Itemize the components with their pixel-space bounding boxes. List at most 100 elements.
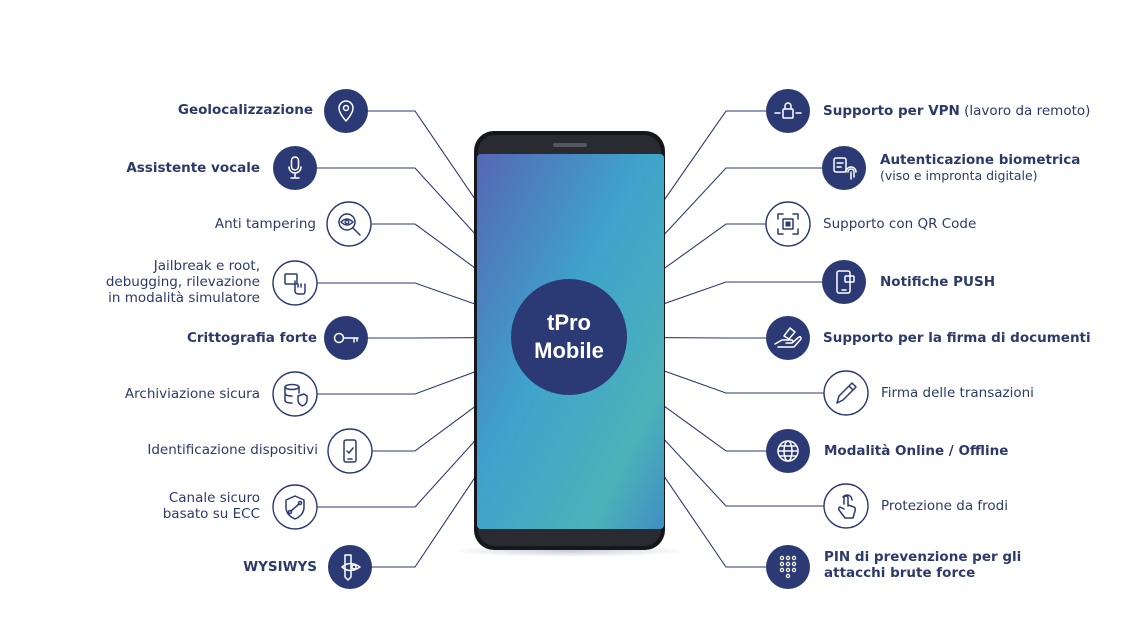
hand-touch-icon [837, 494, 857, 519]
node-jailbreak [272, 260, 318, 306]
location-pin-icon [338, 100, 354, 122]
label-text-bold: Autenticazione biometrica [880, 152, 1081, 168]
node-docsign [766, 316, 810, 360]
label-line-docsign-0: Supporto per la firma di documenti [823, 330, 1091, 346]
label-text-bold: attacchi brute force [824, 565, 976, 581]
node-push [822, 260, 866, 304]
node-qr [765, 201, 811, 247]
database-shield-icon [284, 383, 308, 407]
biometric-icon [833, 157, 857, 180]
label-text-bold: WYSIWYS [243, 559, 317, 575]
label-text-normal: debugging, rilevazione [105, 274, 260, 290]
label-line-jailbreak-1: debugging, rilevazione [80, 274, 260, 290]
label-line-channel-0: Canale sicuro [120, 490, 260, 506]
hub-title-line2: Mobile [534, 338, 604, 363]
globe-icon [777, 440, 799, 462]
label-text-normal: (lavoro da remoto) [959, 103, 1091, 119]
label-line-push-0: Notifiche PUSH [880, 274, 995, 290]
node-geo [324, 89, 368, 133]
label-txsign: Firma delle transazioni [881, 385, 1034, 401]
label-text-bold: Assistente vocale [126, 160, 260, 176]
label-push: Notifiche PUSH [880, 274, 995, 290]
node-fraud [823, 483, 869, 529]
label-text-normal: Anti tampering [214, 216, 316, 232]
label-tamper: Anti tampering [176, 216, 316, 232]
label-line-wysiwys-0: WYSIWYS [200, 559, 317, 575]
label-text-normal: Supporto con QR Code [823, 216, 977, 232]
node-wysiwys [328, 545, 372, 589]
label-line-txsign-0: Firma delle transazioni [881, 385, 1034, 401]
node-circle-push [822, 260, 866, 304]
qr-code-icon [777, 213, 799, 235]
node-bio [822, 146, 866, 190]
phone-notification-icon [836, 270, 855, 294]
label-text-normal: in modalità simulatore [108, 290, 260, 306]
hand-document-icon [774, 327, 802, 348]
label-line-channel-1: basato su ECC [120, 506, 260, 522]
label-crypto: Crittografia forte [160, 330, 317, 346]
label-vpn: Supporto per VPN (lavoro da remoto) [823, 103, 1090, 119]
label-text-bold: Supporto per la firma di documenti [823, 330, 1091, 346]
label-text-bold: Modalità Online / Offline [824, 443, 1009, 459]
label-text-bold: Geolocalizzazione [177, 102, 313, 118]
label-text-normal: basato su ECC [162, 506, 260, 522]
node-pin [766, 545, 810, 589]
label-line-jailbreak-2: in modalità simulatore [80, 290, 260, 306]
label-bio: Autenticazione biometrica(viso e impront… [880, 152, 1080, 184]
node-crypto [324, 316, 368, 360]
key-icon [333, 332, 359, 344]
node-circle-pin [766, 545, 810, 589]
label-text-normal: Archiviazione sicura [124, 386, 260, 402]
label-line-geo-0: Geolocalizzazione [173, 102, 313, 118]
label-line-tamper-0: Anti tampering [176, 216, 316, 232]
label-text-normal: Firma delle transazioni [881, 385, 1034, 401]
label-text-normal: Jailbreak e root, [153, 258, 260, 274]
label-text-bold: Supporto per VPN [823, 103, 960, 119]
label-geo: Geolocalizzazione [173, 102, 313, 118]
label-text-bold: Crittografia forte [186, 330, 317, 346]
node-circle-storage [272, 371, 318, 417]
label-storage: Archiviazione sicura [100, 386, 260, 402]
node-online [766, 429, 810, 473]
node-circle-voice [273, 146, 317, 190]
node-voice [273, 146, 317, 190]
node-txsign [823, 370, 869, 416]
label-line-qr-0: Supporto con QR Code [823, 216, 976, 232]
label-qr: Supporto con QR Code [823, 216, 976, 232]
pen-icon [836, 382, 857, 404]
node-storage [272, 371, 318, 417]
touch-screen-icon [284, 273, 306, 295]
label-wysiwys: WYSIWYS [200, 559, 317, 575]
label-line-vpn-0: Supporto per VPN (lavoro da remoto) [823, 103, 1090, 119]
label-line-jailbreak-0: Jailbreak e root, [80, 258, 260, 274]
label-line-voice-0: Assistente vocale [110, 160, 260, 176]
label-line-crypto-0: Crittografia forte [160, 330, 317, 346]
label-fraud: Protezione da frodi [881, 498, 1008, 514]
label-text-bold: PIN di prevenzione per gli [824, 549, 1022, 565]
label-docsign: Supporto per la firma di documenti [823, 330, 1091, 346]
vpn-lock-icon [774, 102, 802, 119]
label-online: Modalità Online / Offline [824, 443, 1008, 459]
node-tamper [326, 201, 372, 247]
label-line-device-0: Identificazione dispositivi [115, 442, 318, 458]
label-text-bold: Notifiche PUSH [880, 274, 996, 290]
label-line-pin-0: PIN di prevenzione per gli [824, 549, 1021, 565]
label-text-normal: Canale sicuro [168, 490, 260, 506]
label-line-bio-0: Autenticazione biometrica [880, 152, 1080, 168]
node-device [327, 428, 373, 474]
label-voice: Assistente vocale [110, 160, 260, 176]
microphone-icon [288, 156, 302, 179]
label-device: Identificazione dispositivi [115, 442, 318, 458]
label-line-pin-1: attacchi brute force [824, 565, 1021, 581]
shield-network-icon [285, 495, 305, 520]
pin-keypad-icon [779, 555, 797, 579]
label-line-fraud-0: Protezione da frodi [881, 498, 1008, 514]
label-text-normal: Protezione da frodi [881, 498, 1008, 514]
eye-magnifier-icon [338, 213, 361, 236]
hub-circle: tPro Mobile [511, 279, 627, 395]
node-circle-vpn [766, 89, 810, 133]
